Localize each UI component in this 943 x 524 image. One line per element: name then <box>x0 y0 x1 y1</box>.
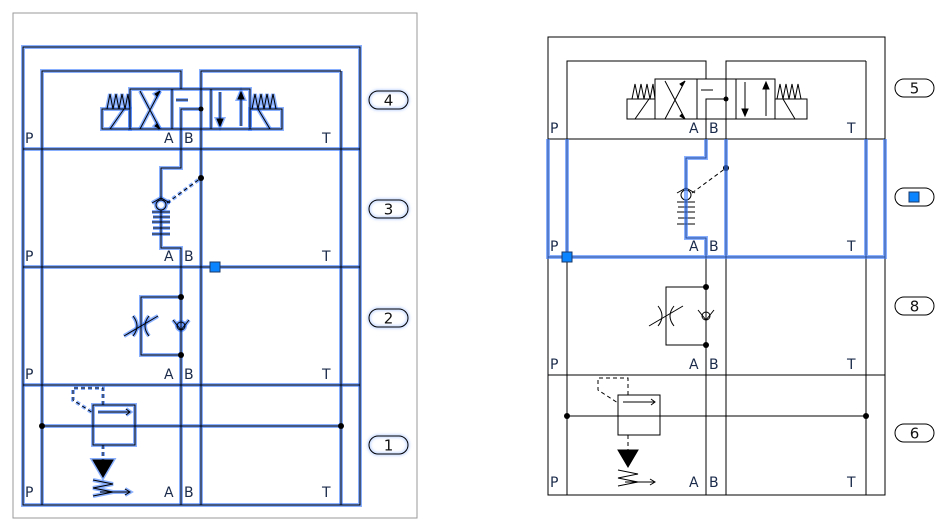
section-highlight <box>546 139 887 259</box>
item-balloon[interactable] <box>894 78 935 98</box>
port-label: T <box>846 475 856 491</box>
balloon-number: 6 <box>910 425 920 443</box>
grip-handle[interactable] <box>908 191 920 203</box>
port-label: T <box>321 367 331 383</box>
port-label: T <box>321 485 331 501</box>
port-label: B <box>709 121 719 137</box>
port-label: P <box>25 367 33 383</box>
drawing-frame <box>12 12 418 519</box>
port-label: A <box>164 485 174 501</box>
port-label: A <box>689 357 699 373</box>
balloon-number: 2 <box>384 310 394 328</box>
valve-stack[interactable] <box>22 46 361 506</box>
item-balloon[interactable] <box>894 296 935 316</box>
balloon-number: 3 <box>384 201 394 219</box>
port-label: P <box>25 249 33 265</box>
port-label: P <box>550 357 558 373</box>
port-label: B <box>184 131 194 147</box>
port-label: A <box>164 131 174 147</box>
item-balloon[interactable] <box>894 187 935 207</box>
balloon-number: 8 <box>910 298 920 316</box>
port-label: B <box>709 357 719 373</box>
port-label: B <box>184 249 194 265</box>
port-label: T <box>846 121 856 137</box>
item-balloon[interactable] <box>368 435 409 455</box>
port-label: A <box>164 249 174 265</box>
port-label: B <box>184 367 194 383</box>
balloon-number: 5 <box>910 80 920 98</box>
item-balloon[interactable] <box>368 90 409 110</box>
port-label: B <box>184 485 194 501</box>
right-drawing[interactable] <box>546 36 887 496</box>
port-label: P <box>550 475 558 491</box>
item-balloon[interactable] <box>368 199 409 219</box>
left-drawing[interactable] <box>12 12 418 519</box>
selection-highlight <box>21 45 362 507</box>
port-label: T <box>846 239 856 255</box>
port-label: A <box>164 367 174 383</box>
port-label: P <box>25 131 33 147</box>
port-label: T <box>846 357 856 373</box>
port-label: A <box>689 121 699 137</box>
item-balloon[interactable] <box>894 423 935 443</box>
port-label: P <box>550 239 558 255</box>
port-label: P <box>550 121 558 137</box>
port-label: P <box>25 485 33 501</box>
port-label: B <box>709 239 719 255</box>
port-label: T <box>321 249 331 265</box>
port-label: T <box>321 131 331 147</box>
valve-stack[interactable] <box>547 36 886 496</box>
balloon-number: 1 <box>384 437 394 455</box>
port-label: B <box>709 475 719 491</box>
grip-handle[interactable] <box>209 261 221 273</box>
port-label: A <box>689 239 699 255</box>
balloon-number: 4 <box>384 92 394 110</box>
port-label: A <box>689 475 699 491</box>
item-balloon[interactable] <box>368 308 409 328</box>
grip-handle[interactable] <box>561 251 573 263</box>
